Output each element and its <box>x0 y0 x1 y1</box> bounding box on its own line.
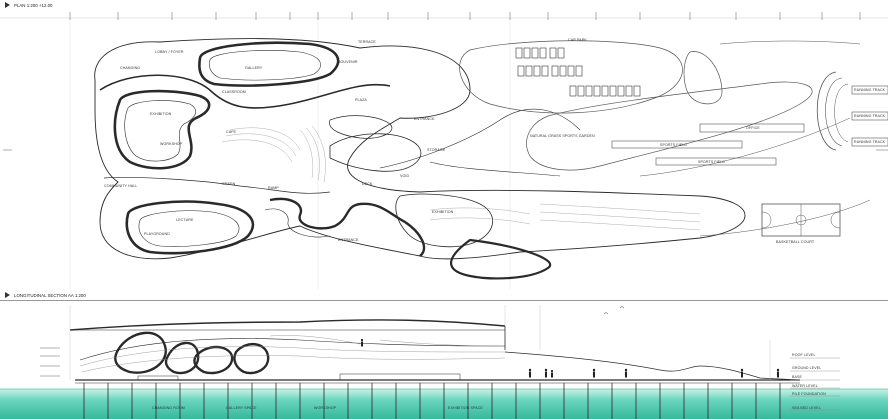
plan-label: ENTRANCE <box>414 117 435 121</box>
plan-label: SPORTS FIELD <box>698 160 726 164</box>
section-title-marker-icon <box>5 292 10 298</box>
plan-label: BASKETBALL COURT <box>776 240 815 244</box>
section-level-label: BASE <box>792 375 802 379</box>
plan-label: CHANGING <box>120 66 141 70</box>
plan-label: PLAYGROUND <box>144 232 170 236</box>
car-park-bays <box>515 47 641 97</box>
plan-label: COMMUNITY HALL <box>104 184 138 188</box>
section-space-label: GALLERY SPACE <box>226 406 257 410</box>
plan-grid-top <box>0 12 888 290</box>
plan-title: PLAN 1:200 +12.00 <box>14 3 53 8</box>
plan-label: RUNNING TRACK <box>854 114 886 118</box>
plan-label: PLAZA <box>355 98 367 102</box>
section-divider <box>0 300 888 301</box>
plan-label: RAMP <box>268 186 279 190</box>
plan-building <box>94 38 746 280</box>
plan-label: GALLERY <box>245 66 263 70</box>
section-space-label: EXHIBITION SPACE <box>448 406 483 410</box>
section-space-label: WORKSHOP <box>314 406 337 410</box>
section-title: LONGITUDINAL SECTION AA 1:200 <box>14 293 86 298</box>
plan-label: CAR PARK <box>568 38 587 42</box>
plan-label: EXHIBITION <box>150 112 172 116</box>
section-level-label: GROUND LEVEL <box>792 366 822 370</box>
plan-label: WORKSHOP <box>160 142 183 146</box>
plan-label: SOUVENIR <box>338 60 358 64</box>
plan-label: RUNNING TRACK <box>854 88 886 92</box>
plan-label: GREEN <box>222 182 236 186</box>
plan-label: SPORTS FIELD <box>660 143 688 147</box>
plan-label: LECTURE <box>176 218 194 222</box>
plan-label: OFFICE <box>746 126 760 130</box>
section-level-label: ROOF LEVEL <box>792 353 816 357</box>
section-space-label: CHANGING ROOM <box>152 406 185 410</box>
plan-label: CLASSROOM <box>222 90 246 94</box>
section-people <box>360 338 780 378</box>
plan-label: VOID <box>400 174 410 178</box>
plan-label: ENTRANCE <box>338 238 359 242</box>
section-birds <box>603 306 625 315</box>
plan-label: STORAGE <box>427 148 446 152</box>
plan-label: NATURAL GRASS SPORTS GARDEN <box>530 134 595 138</box>
section-piles <box>83 383 781 419</box>
section-level-label: SEA BED LEVEL <box>792 406 821 410</box>
plan-title-marker-icon <box>5 2 10 8</box>
plan-label: TERRACE <box>358 40 376 44</box>
plan-label: CAFE <box>226 130 236 134</box>
plan-landscape <box>459 40 888 237</box>
section-drawing <box>0 305 888 419</box>
plan-label: LOBBY / FOYER <box>155 50 184 54</box>
plan-label: EXHIBITION <box>432 210 454 214</box>
section-level-label: PILE FOUNDATION <box>792 392 826 396</box>
plan-label: DECK <box>362 182 373 186</box>
plan-label: RUNNING TRACK <box>854 140 886 144</box>
section-level-label: WATER LEVEL <box>792 384 818 388</box>
